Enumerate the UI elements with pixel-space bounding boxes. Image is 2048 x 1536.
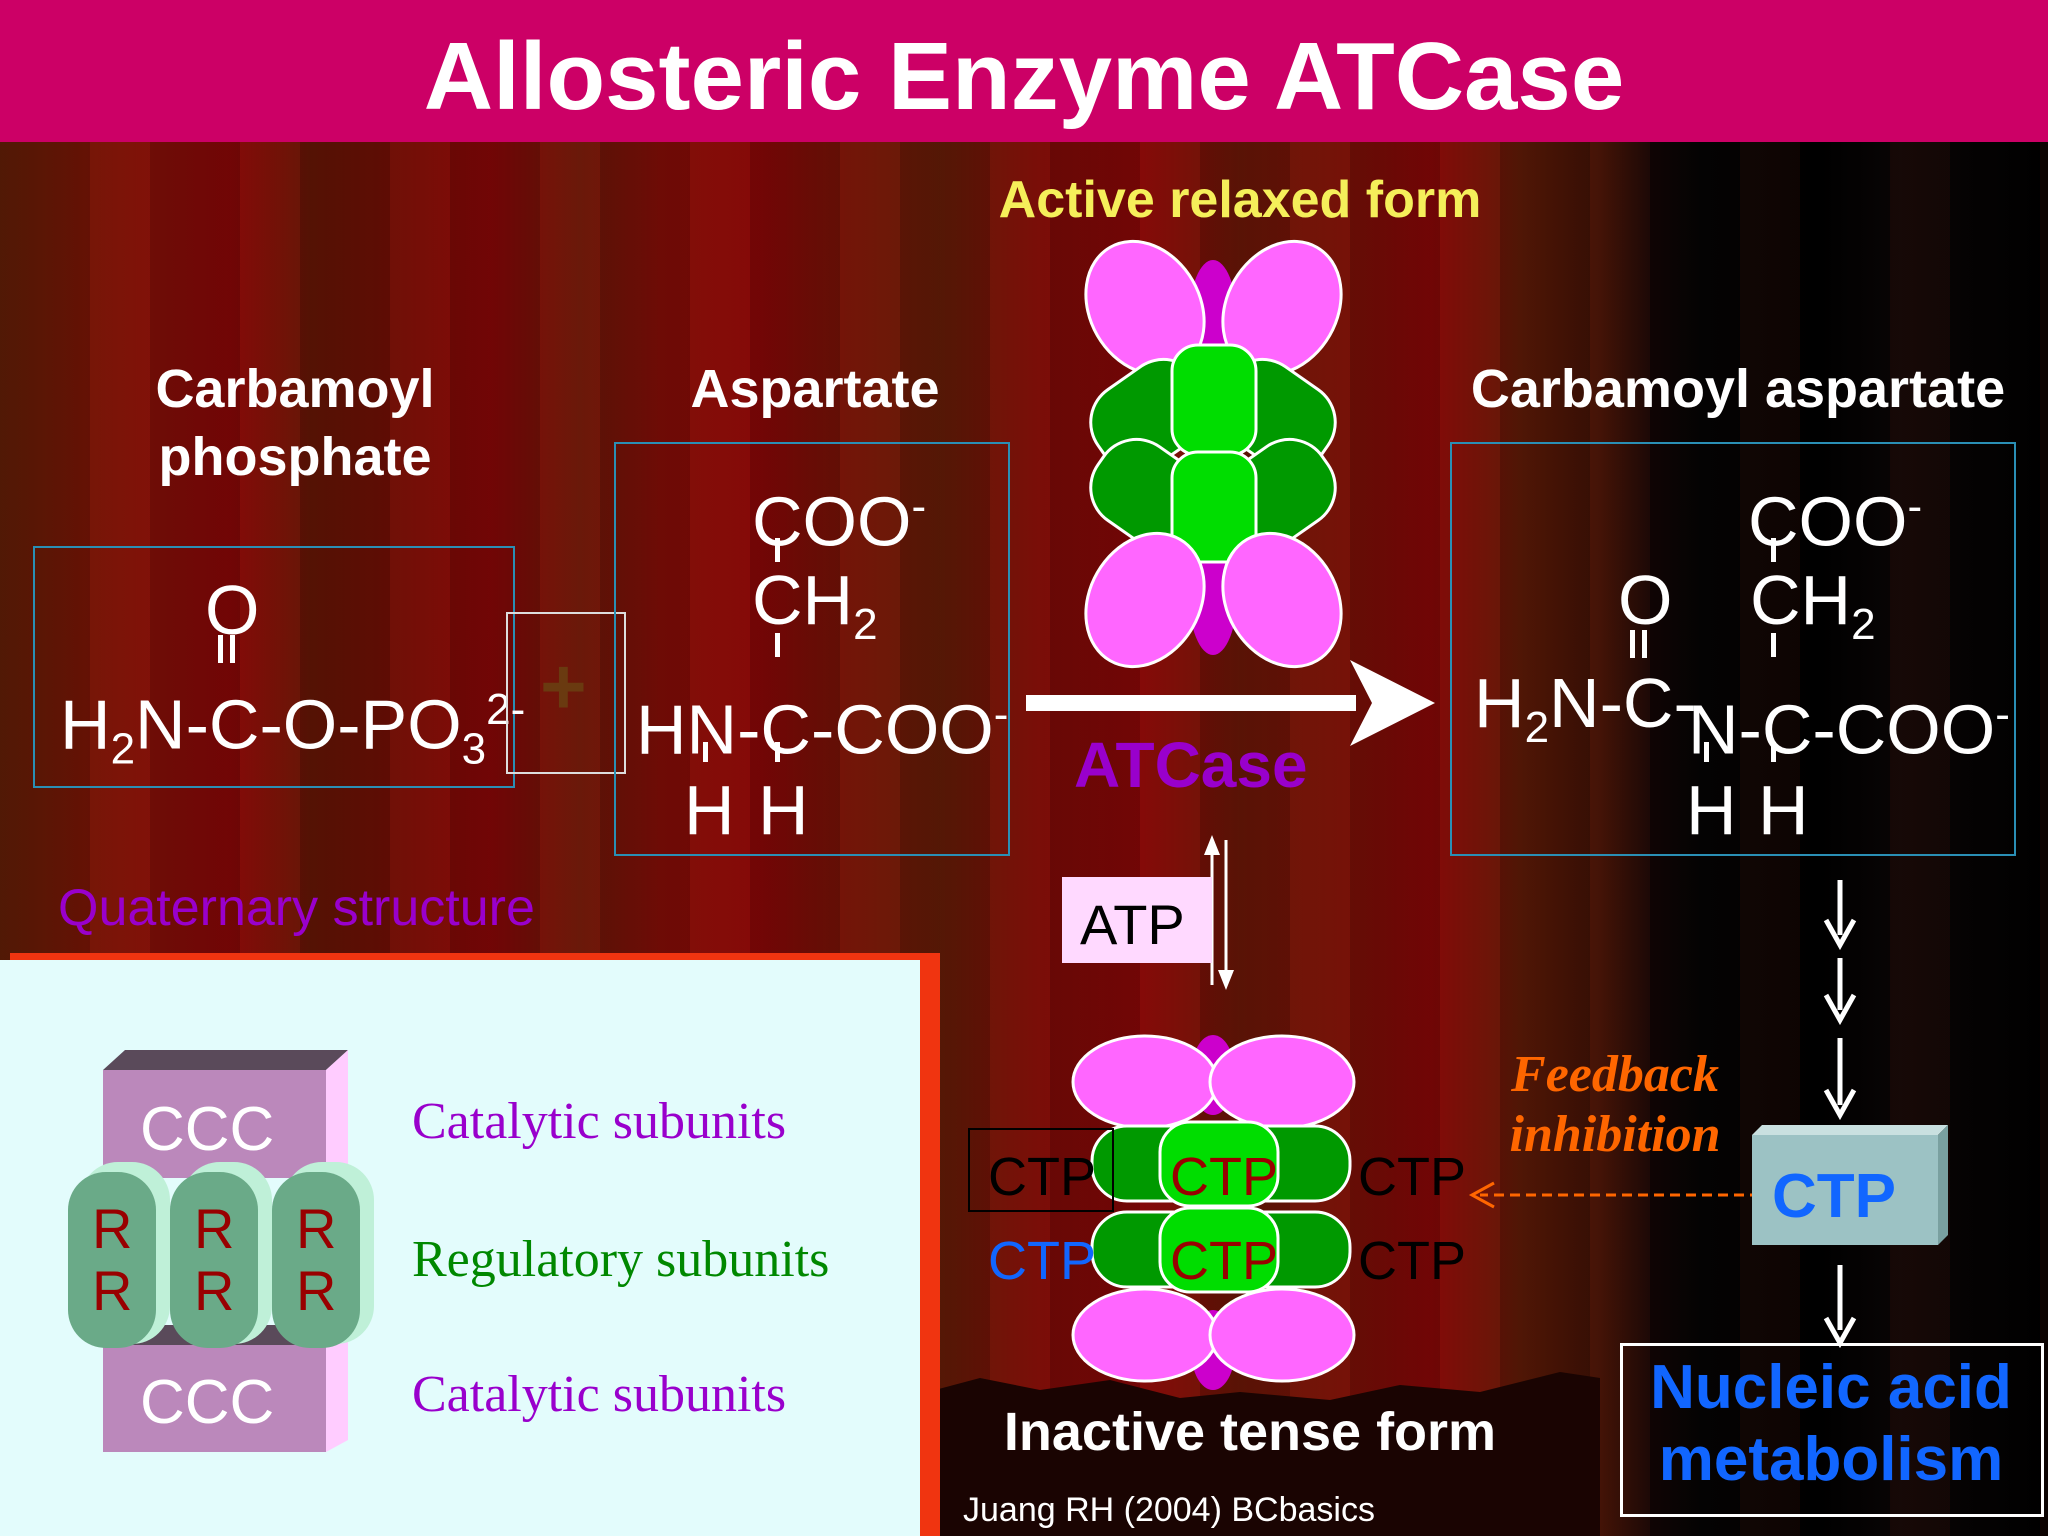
ctp-center-top: CTP: [1170, 1147, 1278, 1207]
ccc-bottom-label: CCC: [140, 1368, 275, 1437]
aspartate-bond-2: [775, 633, 780, 657]
atcase-label: ATCase: [1074, 729, 1308, 801]
ctp-box-top: [1752, 1125, 1948, 1135]
carbamoyl-phosphate-formula: H2N-C-O-PO32-: [60, 685, 526, 774]
inactive-enzyme-model: [1071, 1034, 1356, 1390]
carbamoyl-oxygen: O: [205, 571, 260, 649]
regulatory-subunits: Regulatory subunits: [412, 1231, 830, 1288]
ctp-box-front: [1752, 1135, 1938, 1245]
plus-sign: +: [540, 642, 587, 731]
terrain-silhouette: [935, 1372, 1600, 1536]
nucleic-acid-box: [1620, 1343, 2044, 1517]
aspartate-h-left: H: [684, 771, 735, 849]
double-bond-left: [218, 635, 223, 663]
product-h-right: H: [1758, 771, 1809, 849]
atp-label: ATP: [1080, 893, 1185, 956]
product-bond-2: [1771, 633, 1776, 657]
plus-box: [506, 612, 626, 774]
ctp-right-top: CTP: [1358, 1147, 1466, 1207]
quaternary-heading: Quaternary structure: [58, 879, 535, 937]
page-title: Allosteric Enzyme ATCase: [423, 23, 1625, 130]
equilibrium-down-head: [1218, 970, 1234, 990]
carbamoyl-phosphate-name: Carbamoyl phosphate: [155, 359, 435, 487]
carbamoyl-phosphate-box: [33, 546, 515, 788]
aspartate-h-right: H: [758, 771, 809, 849]
product-bond-1: [1771, 538, 1776, 562]
aspartate-bond-4: [775, 742, 780, 762]
aspartate-box: [614, 442, 1010, 856]
product-ch2: CH2: [1750, 561, 1876, 649]
aspartate-bond-1: [775, 538, 780, 562]
product-double-bond-right: [1642, 630, 1647, 658]
product-oxygen: O: [1618, 561, 1673, 639]
equilibrium-up-head: [1204, 835, 1220, 855]
product-main-formula: N-C-COO-: [1688, 690, 2010, 769]
atp-box: [1062, 877, 1212, 963]
reaction-arrow-shaft: [1026, 695, 1356, 711]
product-double-bond-left: [1630, 630, 1635, 658]
ctp-box-side: [1938, 1125, 1948, 1245]
carbamoyl-aspartate-name: Carbamoyl aspartate: [1470, 359, 2006, 419]
product-box: [1450, 442, 2016, 856]
pathway-arrows: [1823, 880, 1857, 1349]
ctp-right-bottom: CTP: [1358, 1231, 1466, 1291]
ctp-left-top: CTP: [988, 1147, 1096, 1207]
ctp-pathway-label: CTP: [1772, 1162, 1896, 1231]
product-bond-3: [1704, 742, 1709, 762]
product-h-left: H: [1686, 771, 1737, 849]
ccc-top-label: CCC: [140, 1095, 275, 1164]
aspartate-name: Aspartate: [690, 359, 940, 419]
product-left-formula: H2N-C-: [1474, 664, 1697, 752]
inactive-form-label: Inactive tense form: [1003, 1402, 1497, 1462]
active-enzyme-model: [1084, 239, 1343, 669]
catalytic-subunits-bottom: Catalytic subunits: [412, 1366, 787, 1423]
feedback-arrow-head: [1468, 1181, 1495, 1209]
active-form-label: Active relaxed form: [998, 171, 1482, 229]
aspartate-bond-3: [703, 742, 708, 762]
aspartate-ch2: CH2: [752, 561, 878, 649]
reaction-arrow-head: [1350, 660, 1435, 746]
credit-text: Juang RH (2004) BCbasics: [963, 1491, 1375, 1529]
title-bar: [0, 0, 2048, 142]
aspartate-main: HN-C-COO-: [636, 690, 1009, 769]
ctp-center-bottom: CTP: [1170, 1231, 1278, 1291]
ctp-left-box: [968, 1128, 1114, 1212]
catalytic-subunits-top: Catalytic subunits: [412, 1093, 787, 1150]
double-bond-right: [230, 635, 235, 663]
product-bond-4: [1771, 742, 1776, 762]
ctp-left-bottom: CTP: [988, 1231, 1096, 1291]
